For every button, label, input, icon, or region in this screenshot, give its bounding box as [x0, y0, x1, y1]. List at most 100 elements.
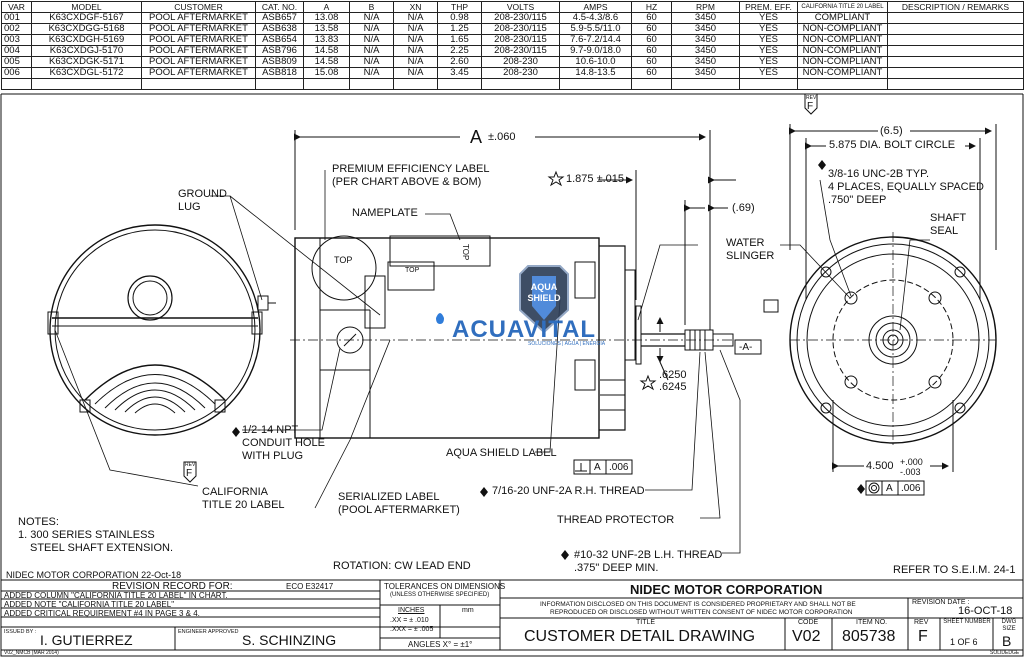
tolerance-inches: INCHES — [398, 607, 425, 614]
company-date: NIDEC MOTOR CORPORATION 22-Oct-18 — [6, 570, 182, 580]
tolerance-xxx: .XXX = ± .005 — [390, 626, 434, 633]
dim-4500: 4.500 — [866, 460, 894, 472]
revision-line-1: ADDED COLUMN "CALIFORNIA TITLE 20 LABEL"… — [4, 591, 228, 600]
dim-1875: 1.875 ±.015 — [566, 173, 625, 185]
npt-label-1: 1/2-14 NPT — [242, 424, 299, 436]
perp-tol: .006 — [609, 462, 629, 473]
top-marking-3: TOP — [461, 244, 470, 261]
disclaimer-1: INFORMATION DISCLOSED ON THIS DOCUMENT I… — [540, 601, 856, 608]
unc-label-3: .750" DEEP — [828, 194, 887, 206]
tolerance-xx: .XX = ± .010 — [390, 617, 429, 624]
tolerance-mm: mm — [462, 607, 474, 614]
shield-text-shield: SHIELD — [527, 293, 561, 303]
issued-by-label: ISSUED BY : — [4, 629, 37, 635]
shaft-seal-1: SHAFT — [930, 212, 967, 224]
thread-1032-label-1: #10-32 UNF-2B L.H. THREAD — [574, 549, 723, 561]
acuavital-logo: AQUA SHIELD ACUAVITAL SOLUCIONES | AGUA … — [420, 262, 610, 352]
end-view-right — [763, 124, 997, 472]
perp-datum: A — [594, 462, 601, 473]
dim-a-label: A — [470, 127, 483, 147]
item-value: 805738 — [842, 628, 896, 645]
npt-label-3: WITH PLUG — [242, 450, 304, 462]
dwg-size-value: B — [1002, 633, 1012, 649]
code-value: V02 — [792, 628, 821, 645]
rev-label-left: REV — [185, 462, 196, 468]
water-slinger-2: SLINGER — [726, 250, 775, 262]
premium-label-2: (PER CHART ABOVE & BOM) — [332, 176, 482, 188]
thread-protector-label: THREAD PROTECTOR — [557, 514, 675, 526]
tolerance-angles: ANGLES X° = ±1° — [408, 640, 473, 649]
dim-4500-minus: -.003 — [900, 467, 921, 477]
rev-label-top: REV — [806, 95, 817, 101]
item-label: ITEM NO. — [856, 619, 888, 626]
tolerance-sub: (UNLESS OTHERWISE SPECIFIED) — [390, 592, 490, 598]
disclaimer-2: REPRODUCED OR DISCLOSED WITHOUT WRITTEN … — [550, 609, 853, 616]
ground-lug-label-1: GROUND — [178, 188, 227, 200]
conc-datum: A — [886, 483, 893, 494]
datum-a: -A- — [739, 342, 753, 353]
form-number: V02_NMCB (MAR 2014) — [4, 650, 59, 656]
revision-date: 16-OCT-18 — [958, 605, 1013, 617]
revision-line-3: ADDED CRITICAL REQUIREMENT #4 IN PAGE 3 … — [4, 609, 200, 618]
rotation-label: ROTATION: CW LEAD END — [333, 560, 471, 572]
leader-lines — [54, 170, 930, 554]
rev-label: REV — [914, 619, 929, 626]
npt-label-2: CONDUIT HOLE — [242, 437, 325, 449]
title-block-lines — [0, 579, 1024, 657]
shield-text-aqua: AQUA — [530, 282, 558, 292]
rev-letter-top: F — [807, 101, 814, 112]
rev-letter-left: F — [186, 468, 193, 479]
side-view — [290, 130, 760, 439]
notes-line-1: 1. 300 SERIES STAINLESS — [18, 529, 155, 541]
rev-value: F — [918, 628, 928, 645]
table-cell — [887, 78, 1024, 90]
dim-069: (.69) — [732, 202, 755, 214]
tolerance-title: TOLERANCES ON DIMENSIONS — [384, 582, 506, 591]
unc-label-1: 3/8-16 UNC-2B TYP. — [828, 168, 930, 180]
premium-label-1: PREMIUM EFFICIENCY LABEL — [332, 163, 490, 175]
serialized-label-2: (POOL AFTERMARKET) — [338, 504, 460, 516]
sheet-label: SHEET NUMBER — [943, 619, 991, 625]
conc-tol: .006 — [901, 483, 921, 494]
refer-label: REFER TO S.E.I.M. 24-1 — [893, 564, 1016, 576]
revision-line-2: ADDED NOTE "CALIFORNIA TITLE 20 LABEL" — [4, 600, 175, 609]
nameplate-label: NAMEPLATE — [352, 207, 418, 219]
california-label-2: TITLE 20 LABEL — [202, 499, 285, 511]
top-marking-1: TOP — [334, 255, 353, 265]
code-label: CODE — [798, 619, 819, 626]
notes-line-2: STEEL SHAFT EXTENSION. — [30, 542, 174, 554]
table-row-blank — [1, 78, 1024, 90]
revision-record-label: REVISION RECORD FOR: — [112, 581, 233, 592]
serialized-label-1: SERIALIZED LABEL — [338, 491, 440, 503]
ground-lug-label-2: LUG — [178, 201, 201, 213]
solidedge-mark: SOLIDEDGE — [990, 650, 1020, 656]
issued-by: I. GUTIERREZ — [40, 632, 133, 648]
thread-716-label: 7/16-20 UNF-2A R.H. THREAD — [492, 485, 645, 497]
dwg-size-label: DWG SIZE — [1001, 619, 1017, 632]
dim-a-tol: ±.060 — [488, 131, 516, 143]
eco-number: ECO E32417 — [286, 582, 334, 591]
brand-name: ACUAVITAL — [452, 316, 597, 343]
california-label-1: CALIFORNIA — [202, 486, 269, 498]
dim-6245: .6245 — [659, 381, 687, 393]
company-name: NIDEC MOTOR CORPORATION — [630, 582, 823, 597]
drawing-title: CUSTOMER DETAIL DRAWING — [524, 628, 756, 645]
engineer-name: S. SCHINZING — [242, 632, 337, 648]
bolt-circle-label: 5.875 DIA. BOLT CIRCLE — [829, 139, 956, 151]
thread-1032-label-2: .375" DEEP MIN. — [574, 562, 659, 574]
dim-65: (6.5) — [880, 125, 903, 137]
engineer-label: ENGINEER APPROVED — [178, 629, 239, 635]
title-label: TITLE — [636, 619, 656, 626]
dim-6250: .6250 — [659, 369, 687, 381]
sheet-value: 1 OF 6 — [950, 637, 978, 647]
brand-tagline: SOLUCIONES | AGUA | ENERGIA — [528, 341, 606, 347]
